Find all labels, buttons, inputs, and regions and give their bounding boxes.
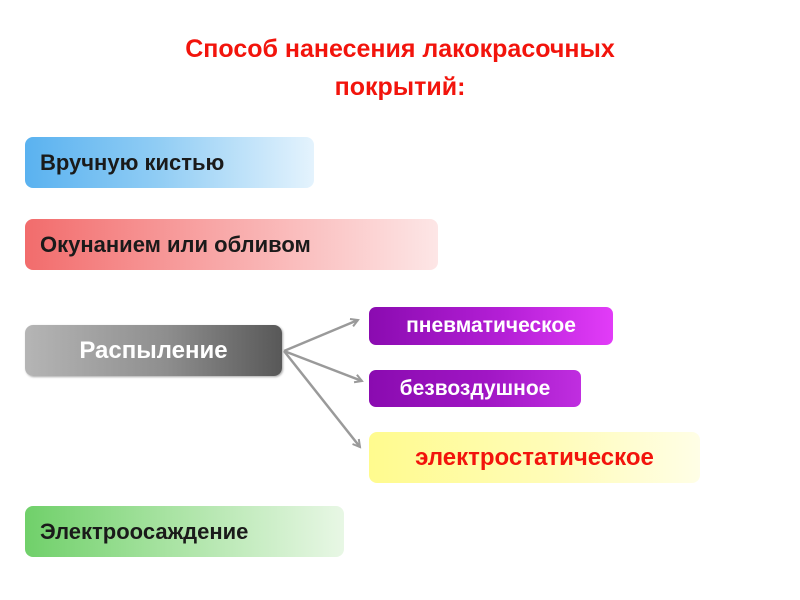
method-brush-box: Вручную кистью <box>25 137 314 188</box>
method-electrodeposition-box: Электроосаждение <box>25 506 344 557</box>
arrow-to-electrostatic <box>283 350 360 447</box>
page-title: Способ нанесения лакокрасочных покрытий: <box>0 30 800 106</box>
title-line-1: Способ нанесения лакокрасочных <box>185 35 615 63</box>
arrow-to-airless <box>283 349 362 381</box>
spray-electrostatic-box: электростатическое <box>369 432 700 483</box>
arrow-to-pneumatic <box>283 320 358 353</box>
method-dipping-box: Окунанием или обливом <box>25 219 438 270</box>
title-line-2: покрытий: <box>334 73 466 101</box>
spray-pneumatic-box: пневматическое <box>369 307 613 345</box>
spray-airless-box: безвоздушное <box>369 370 581 407</box>
method-spraying-box: Распыление <box>25 325 282 376</box>
